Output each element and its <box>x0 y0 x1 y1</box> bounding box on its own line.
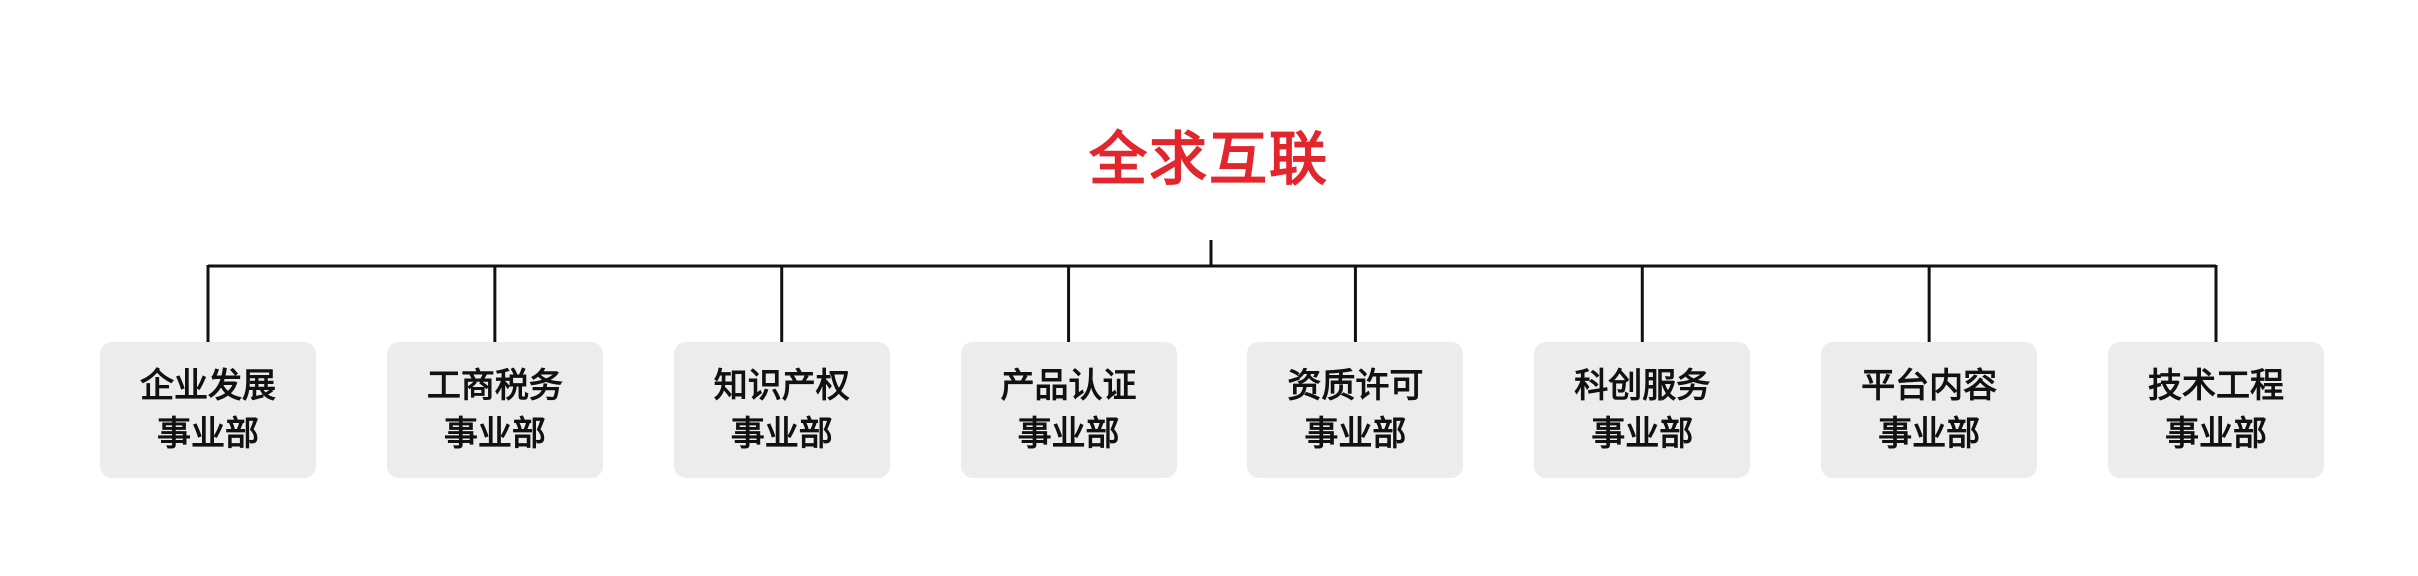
department-node: 企业发展 事业部 <box>100 342 316 478</box>
department-name: 企业发展 <box>140 366 276 406</box>
root-node-title: 全求互联 <box>1088 125 1330 193</box>
branch-drop-lines <box>206 265 2218 342</box>
department-name: 工商税务 <box>426 366 563 406</box>
department-suffix: 事业部 <box>157 414 259 454</box>
department-name: 平台内容 <box>1861 366 1998 406</box>
department-name: 资质许可 <box>1287 366 1424 406</box>
department-name: 知识产权 <box>713 366 850 406</box>
department-name: 技术工程 <box>2148 366 2284 406</box>
department-suffix: 事业部 <box>2165 414 2267 454</box>
department-node: 技术工程 事业部 <box>2108 342 2324 478</box>
department-name: 产品认证 <box>1000 366 1137 406</box>
department-node: 产品认证 事业部 <box>960 342 1177 478</box>
department-node: 科创服务 事业部 <box>1534 342 1751 478</box>
department-suffix: 事业部 <box>1878 414 1981 454</box>
department-node: 知识产权 事业部 <box>673 342 890 478</box>
department-suffix: 事业部 <box>1304 414 1407 454</box>
department-node: 资质许可 事业部 <box>1247 342 1464 478</box>
department-suffix: 事业部 <box>1591 414 1694 454</box>
department-node: 平台内容 事业部 <box>1821 342 2038 478</box>
department-suffix: 事业部 <box>443 414 546 454</box>
department-name: 科创服务 <box>1574 366 1711 406</box>
department-suffix: 事业部 <box>730 414 833 454</box>
department-suffix: 事业部 <box>1017 414 1120 454</box>
department-node: 工商税务 事业部 <box>386 342 603 478</box>
